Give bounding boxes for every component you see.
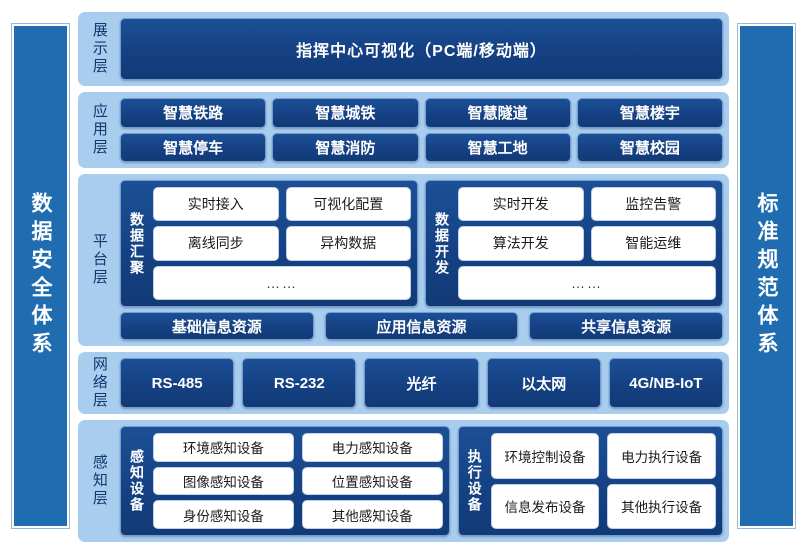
sensing-row-1: 环境感知设备 电力感知设备 [153,433,443,462]
platform-resources: 基础信息资源 应用信息资源 共享信息资源 [120,312,724,340]
layer-application: 应用层 智慧铁路 智慧城铁 智慧隧道 智慧楼宇 智慧停车 智慧消防 智慧工地 智… [78,92,729,168]
sensing-row-3: 身份感知设备 其他感知设备 [153,500,443,530]
module-title-sensing-devices: 感知设备 [129,449,145,513]
presentation-banner[interactable]: 指挥中心可视化（PC端/移动端） [120,18,723,80]
layer-body-presentation: 指挥中心可视化（PC端/移动端） [120,18,723,80]
layer-platform: 平台层 数据汇聚 实时接入 可视化配置 [78,174,729,346]
layer-body-sensing: 感知设备 环境感知设备 电力感知设备 图像感知设备 位置感知设备 [120,426,723,536]
sensing-modules: 感知设备 环境感知设备 电力感知设备 图像感知设备 位置感知设备 [120,426,723,536]
module-title-execution-devices: 执行设备 [466,449,483,513]
sensing-row-2: 图像感知设备 位置感知设备 [153,466,443,496]
resource-basic-information[interactable]: 基础信息资源 [120,312,314,340]
aggregation-item-heterogeneous-data[interactable]: 异构数据 [285,226,411,261]
module-sensing-devices: 感知设备 环境感知设备 电力感知设备 图像感知设备 位置感知设备 [120,426,450,536]
network-item-optical-fiber[interactable]: 光纤 [364,358,479,408]
aggregation-row-1: 实时接入 可视化配置 [153,187,411,222]
module-title-data-development: 数据开发 [434,211,450,276]
right-pillar-label: 标准规范体系 [755,192,778,360]
aggregation-item-ellipsis[interactable]: …… [153,265,411,300]
layer-body-platform: 数据汇聚 实时接入 可视化配置 离线同步 异构数据 [120,180,724,340]
resource-shared-information[interactable]: 共享信息资源 [529,312,724,340]
app-item-smart-urban-rail[interactable]: 智慧城铁 [272,98,419,128]
module-grid-data-aggregation: 实时接入 可视化配置 离线同步 异构数据 …… [153,187,411,300]
layer-label-presentation: 展示层 [90,22,108,76]
development-item-algorithm-dev[interactable]: 算法开发 [458,226,584,261]
layer-label-platform: 平台层 [90,233,108,287]
left-pillar-label: 数据安全体系 [29,192,52,360]
sensing-item-identity[interactable]: 身份感知设备 [153,500,294,530]
layer-label-application: 应用层 [90,103,108,157]
right-pillar-standards: 标准规范体系 [738,24,795,528]
layer-stack: 展示层 指挥中心可视化（PC端/移动端） 应用层 智慧铁路 智慧城铁 智慧隧道 … [78,12,729,542]
module-data-development: 数据开发 实时开发 监控告警 算法开发 智能运维 [425,180,723,307]
layer-body-application: 智慧铁路 智慧城铁 智慧隧道 智慧楼宇 智慧停车 智慧消防 智慧工地 智慧校园 [120,98,723,162]
execution-item-other[interactable]: 其他执行设备 [607,483,716,529]
module-grid-sensing-devices: 环境感知设备 电力感知设备 图像感知设备 位置感知设备 身份感知设备 其他感知设… [153,433,443,530]
network-item-rs485[interactable]: RS-485 [120,358,235,408]
development-row-3: …… [458,265,716,300]
application-row-2: 智慧停车 智慧消防 智慧工地 智慧校园 [120,132,723,162]
network-item-4g-nbiot[interactable]: 4G/NB-IoT [608,358,724,408]
execution-row-2: 信息发布设备 其他执行设备 [490,483,716,529]
left-pillar-data-security: 数据安全体系 [12,24,69,528]
app-item-smart-tunnel[interactable]: 智慧隧道 [424,98,571,128]
app-item-smart-construction-site[interactable]: 智慧工地 [424,132,571,162]
app-item-smart-parking[interactable]: 智慧停车 [120,132,267,162]
development-item-realtime-dev[interactable]: 实时开发 [458,187,584,222]
layer-network: 网络层 RS-485 RS-232 光纤 以太网 4G/NB-IoT [78,352,729,414]
development-item-intelligent-ops[interactable]: 智能运维 [590,226,716,261]
application-row-1: 智慧铁路 智慧城铁 智慧隧道 智慧楼宇 [120,98,723,128]
sensing-item-other[interactable]: 其他感知设备 [301,500,443,530]
sensing-item-environment[interactable]: 环境感知设备 [153,433,294,462]
execution-item-information-release[interactable]: 信息发布设备 [490,483,600,529]
layer-presentation: 展示层 指挥中心可视化（PC端/移动端） [78,12,729,86]
aggregation-row-3: …… [153,265,411,300]
network-items: RS-485 RS-232 光纤 以太网 4G/NB-IoT [120,358,724,408]
layer-label-sensing: 感知层 [90,454,108,508]
layer-label-network: 网络层 [90,356,108,410]
execution-item-power[interactable]: 电力执行设备 [607,433,716,479]
development-row-1: 实时开发 监控告警 [458,187,716,222]
aggregation-item-visual-config[interactable]: 可视化配置 [285,187,411,222]
execution-row-1: 环境控制设备 电力执行设备 [490,433,716,479]
app-item-smart-campus[interactable]: 智慧校园 [576,132,723,162]
module-data-aggregation: 数据汇聚 实时接入 可视化配置 离线同步 异构数据 [120,180,418,307]
sensing-item-image[interactable]: 图像感知设备 [153,466,294,496]
aggregation-row-2: 离线同步 异构数据 [153,226,411,261]
network-item-rs232[interactable]: RS-232 [242,358,357,408]
module-grid-data-development: 实时开发 监控告警 算法开发 智能运维 …… [458,187,716,300]
sensing-item-location[interactable]: 位置感知设备 [301,466,443,496]
app-item-smart-firefighting[interactable]: 智慧消防 [272,132,419,162]
development-item-monitoring-alarm[interactable]: 监控告警 [590,187,716,222]
development-row-2: 算法开发 智能运维 [458,226,716,261]
app-item-smart-railway[interactable]: 智慧铁路 [120,98,267,128]
resource-application-information[interactable]: 应用信息资源 [324,312,519,340]
development-item-ellipsis[interactable]: …… [458,265,716,300]
aggregation-item-offline-sync[interactable]: 离线同步 [153,226,279,261]
module-grid-execution-devices: 环境控制设备 电力执行设备 信息发布设备 其他执行设备 [490,433,716,529]
layer-sensing: 感知层 感知设备 环境感知设备 电力感知设备 [78,420,729,542]
sensing-item-power[interactable]: 电力感知设备 [301,433,443,462]
network-item-ethernet[interactable]: 以太网 [486,358,601,408]
module-title-data-aggregation: 数据汇聚 [129,211,145,276]
execution-item-environment-control[interactable]: 环境控制设备 [490,433,600,479]
platform-modules: 数据汇聚 实时接入 可视化配置 离线同步 异构数据 [120,180,723,307]
module-execution-devices: 执行设备 环境控制设备 电力执行设备 信息发布设备 其他执行设备 [457,426,723,536]
layer-body-network: RS-485 RS-232 光纤 以太网 4G/NB-IoT [120,358,724,408]
app-item-smart-building[interactable]: 智慧楼宇 [576,98,723,128]
aggregation-item-realtime-ingest[interactable]: 实时接入 [153,187,279,222]
